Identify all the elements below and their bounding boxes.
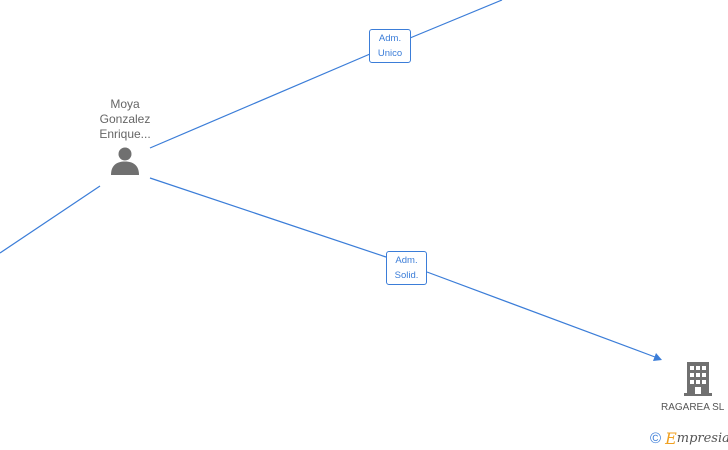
edge-label-adm-unico[interactable]: Adm. Unico [369, 29, 411, 63]
edge-label-role: Adm. [378, 33, 402, 44]
edge-line-adm-unico-lower [409, 0, 503, 39]
building-icon [684, 362, 712, 396]
brand-logo-initial: E [665, 428, 677, 448]
copyright-icon: © [650, 429, 662, 447]
edge-line-adm-unico-upper [149, 53, 371, 149]
edge-line-adm-solid-right [426, 271, 656, 358]
edge-label-type: Unico [377, 48, 403, 59]
edge-label-role: Adm. [395, 255, 418, 266]
person-icon [111, 147, 139, 175]
edge-label-type: Solid. [394, 270, 419, 281]
edge-line-adm-solid-left [149, 177, 387, 258]
person-name: Moya Gonzalez Enrique... [99, 97, 151, 141]
brand-logo-text: mpresia [676, 430, 728, 446]
edge-arrowhead [653, 353, 662, 361]
company-name: RAGAREA SL [661, 402, 725, 413]
edge-label-adm-solid[interactable]: Adm. Solid. [386, 251, 427, 285]
edge-line-incoming [0, 185, 101, 254]
person-node[interactable]: Moya Gonzalez Enrique... [85, 97, 165, 177]
